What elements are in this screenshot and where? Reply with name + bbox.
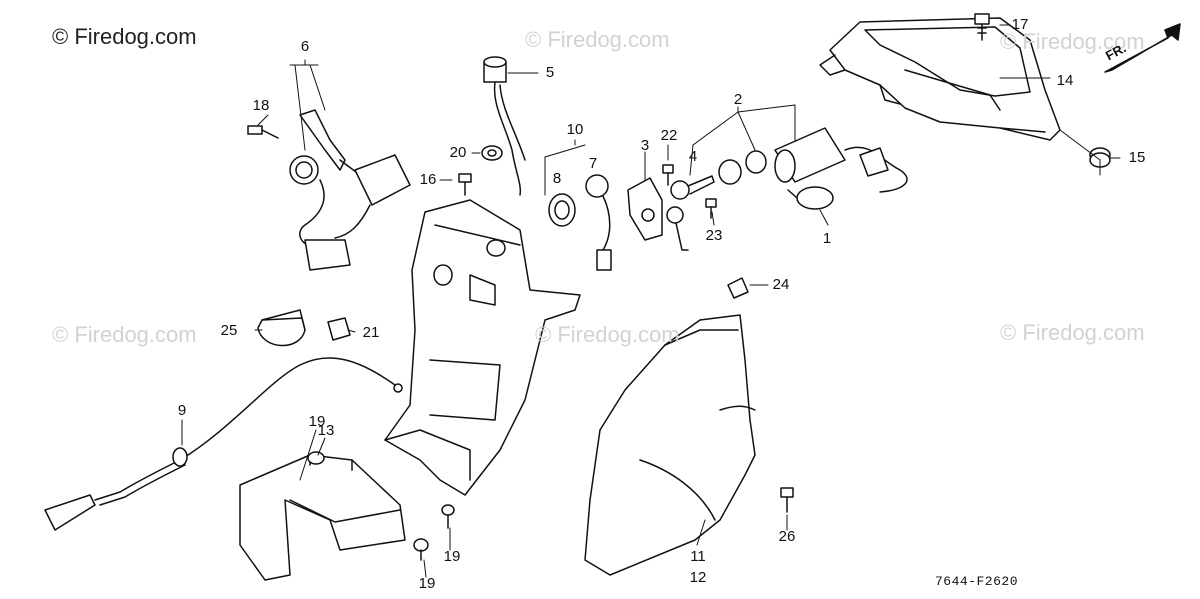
callout-7: 7 (588, 155, 598, 172)
callout-22: 22 (660, 127, 678, 144)
bolt-24-part (727, 277, 749, 299)
bolt-26-part (780, 487, 794, 513)
callout-3: 3 (640, 137, 650, 154)
watermark: © Firedog.com (52, 322, 197, 347)
grommet-8-part (548, 193, 576, 227)
copyright-text: © Firedog.com (52, 24, 197, 49)
callout-5: 5 (545, 64, 555, 81)
socket-5-part (483, 56, 526, 196)
bolt-22-part (662, 164, 674, 186)
watermark: © Firedog.com (1000, 320, 1145, 345)
callout-19b: 19 (443, 548, 461, 565)
clamp-1-part (787, 186, 834, 210)
callout-13: 13 (317, 422, 335, 439)
drawing-code: 7644-F2620 (935, 574, 1019, 589)
watermark: © Firedog.com (525, 27, 670, 52)
callout-23: 23 (705, 227, 723, 244)
callout-1: 1 (822, 230, 832, 247)
callout-18: 18 (252, 97, 270, 114)
callout-21: 21 (362, 324, 380, 341)
callout-25: 25 (220, 322, 238, 339)
box-cover-part (239, 451, 406, 581)
nut-20-part (481, 145, 503, 161)
upper-cover-part (819, 17, 1061, 141)
watermark: © Firedog.com (1000, 29, 1145, 54)
cable-9-part (44, 357, 403, 531)
key-part (666, 175, 715, 251)
callout-11: 11 (690, 548, 706, 565)
watermark: © Firedog.com (535, 322, 680, 347)
lock-plate-part (627, 177, 663, 241)
callout-19c: 19 (418, 575, 436, 592)
socket-7-part (585, 174, 612, 271)
side-cover-part (584, 314, 756, 576)
callout-16: 16 (419, 171, 437, 188)
callout-8: 8 (552, 170, 562, 187)
callout-10: 10 (566, 121, 584, 138)
callout-17: 17 (1011, 16, 1029, 33)
callout-19: 19 (308, 413, 326, 430)
leader-lines (181, 24, 1121, 578)
bolt-17-part (974, 13, 990, 41)
bolt-23-part (705, 198, 717, 219)
inner-panel-part (384, 199, 581, 496)
callout-20: 20 (449, 144, 467, 161)
callout-12: 12 (689, 569, 707, 586)
bolt-16-part (458, 173, 472, 196)
callout-14: 14 (1056, 72, 1074, 89)
callout-26: 26 (778, 528, 796, 545)
callout-9: 9 (177, 402, 187, 419)
callout-15: 15 (1128, 149, 1146, 166)
clip-21-part (327, 317, 351, 341)
front-direction-arrow (1104, 23, 1181, 73)
bolt-19-part (413, 504, 455, 561)
switch-assembly-part (247, 109, 411, 271)
callout-6: 6 (300, 38, 310, 55)
callout-2: 2 (733, 91, 743, 108)
callout-4: 4 (688, 148, 698, 165)
callout-24: 24 (772, 276, 790, 293)
ignition-switch-part (718, 127, 908, 193)
clamp-25-part (257, 309, 306, 347)
